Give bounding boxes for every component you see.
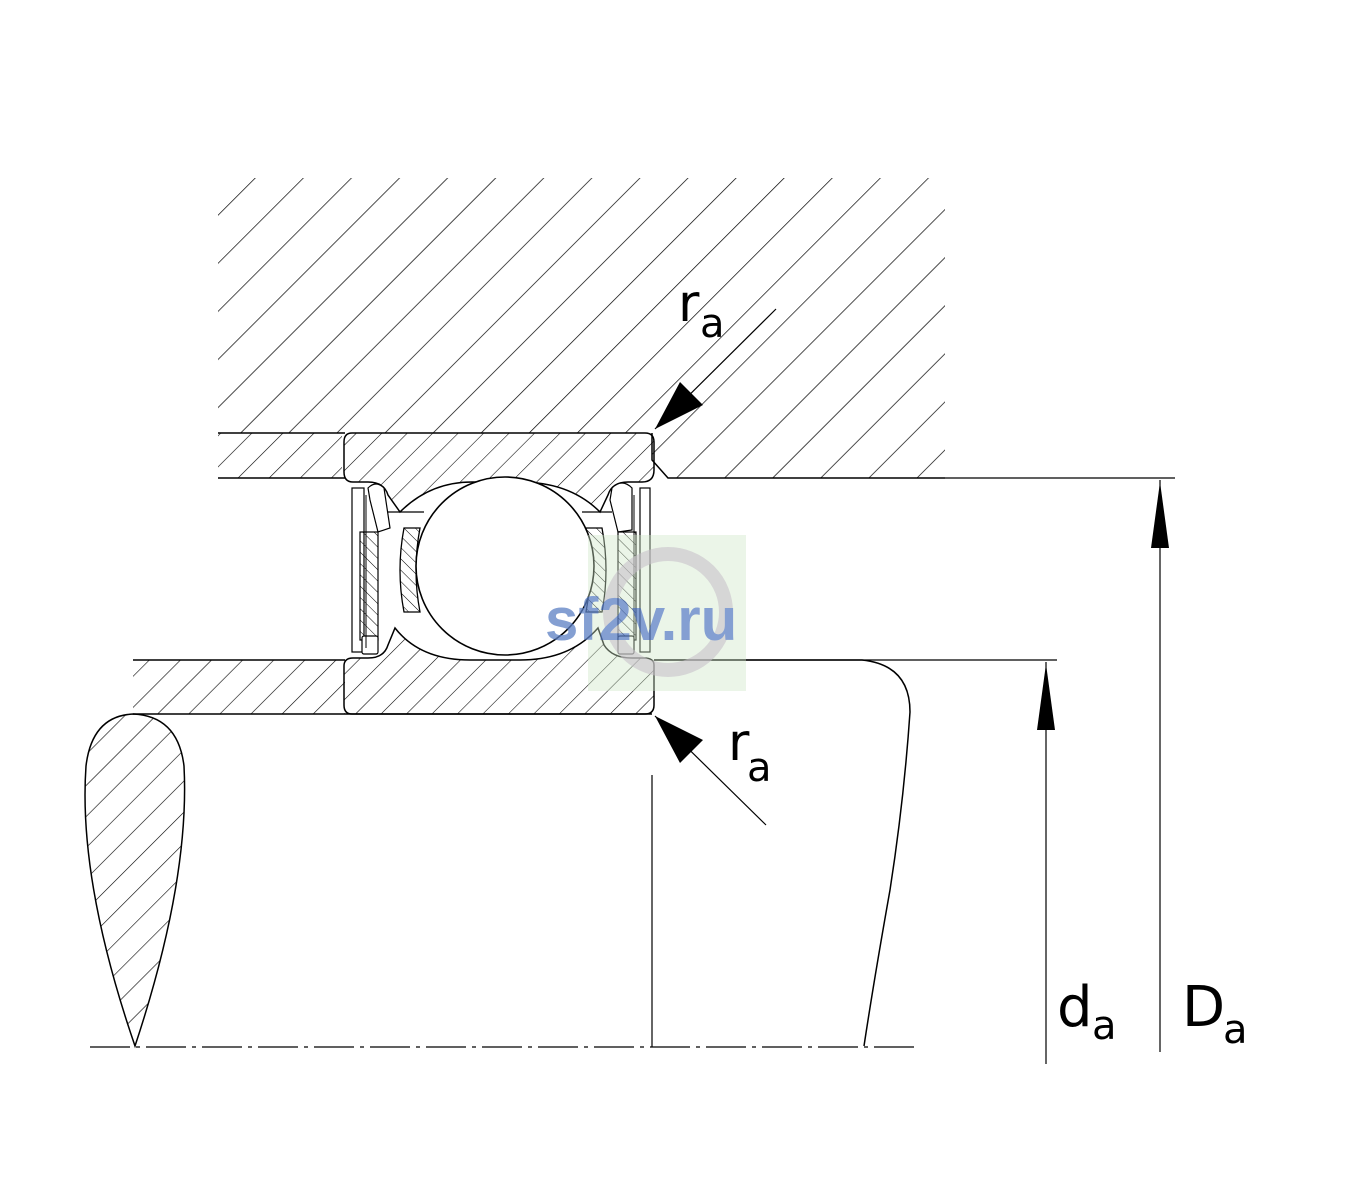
ra-bottom-leader xyxy=(654,715,767,826)
watermark-text: sf2v.ru xyxy=(545,586,737,653)
rolling-ball xyxy=(415,476,595,656)
shaft-shoulder xyxy=(133,659,652,715)
label-da: d a xyxy=(1057,975,1117,1049)
svg-text:r: r xyxy=(678,274,700,334)
svg-text:D: D xyxy=(1182,975,1225,1040)
svg-text:a: a xyxy=(1092,1003,1117,1049)
svg-text:a: a xyxy=(1223,1007,1248,1053)
seal-left xyxy=(351,483,391,655)
watermark: sf2v.ru xyxy=(545,535,746,691)
label-Da: D a xyxy=(1182,975,1248,1053)
shaft-section xyxy=(84,713,186,1049)
svg-text:r: r xyxy=(728,713,750,773)
dimension-Da xyxy=(945,477,1175,1052)
watermark-bearing-icon xyxy=(603,547,733,677)
svg-text:a: a xyxy=(700,301,725,347)
ra-top-leader xyxy=(654,308,777,430)
dimension-da xyxy=(654,659,1057,1064)
housing-section xyxy=(218,178,945,478)
label-ra-top: r a xyxy=(678,274,725,347)
svg-text:a: a xyxy=(747,745,772,791)
housing-shoulder xyxy=(218,432,345,479)
label-ra-bottom: r a xyxy=(728,713,772,791)
shaft-outline xyxy=(654,659,911,1047)
svg-text:d: d xyxy=(1057,975,1093,1040)
